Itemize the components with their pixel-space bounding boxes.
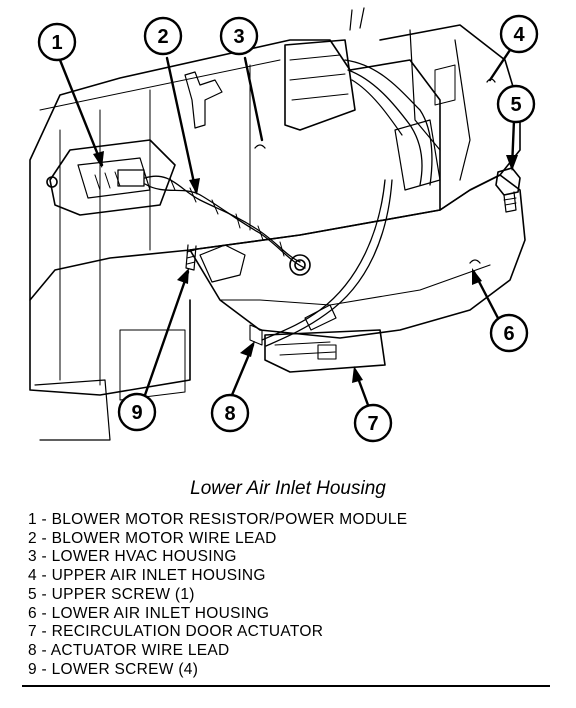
blower-motor-resistor-module [46,139,176,216]
legend-item: 8 - ACTUATOR WIRE LEAD [28,641,230,659]
callout-7-circle [353,403,393,443]
callout-1-circle [37,22,77,62]
lower-air-inlet-housing [189,174,526,339]
legend-item: 5 - UPPER SCREW (1) [28,585,195,603]
legend-item: 2 - BLOWER MOTOR WIRE LEAD [28,529,277,547]
legend-item: 3 - LOWER HVAC HOUSING [28,548,237,566]
callout-legend: 1 - BLOWER MOTOR RESISTOR/POWER MODULE 2… [28,511,407,679]
callout-3-number: 3 [233,26,244,48]
recirculation-door-actuator [249,324,386,373]
figure-caption: Lower Air Inlet Housing [190,478,386,499]
callout-4-number: 4 [513,24,525,46]
legend-item: 9 - LOWER SCREW (4) [28,660,199,678]
callout-8-number: 8 [224,403,235,425]
callout-3-circle [219,16,259,56]
legend-item: 7 - RECIRCULATION DOOR ACTUATOR [28,623,324,641]
callout-9-circle [117,392,157,432]
line-art-diagram: 1 2 3 4 5 6 7 8 9 [29,7,539,443]
legend-item: 1 - BLOWER MOTOR RESISTOR/POWER MODULE [28,511,408,528]
callout-leaders [58,48,518,407]
retaining-clip [184,71,223,129]
legend-item: 6 - LOWER AIR INLET HOUSING [28,604,270,622]
bottom-divider [22,685,550,687]
blower-motor-wire-lead [144,175,306,269]
callout-6-number: 6 [503,323,514,345]
callout-5-circle [496,84,536,124]
wire-connector-block [284,7,441,191]
callout-9-number: 9 [131,402,142,424]
callout-4-circle [499,14,539,54]
actuator-wire-lead [261,179,393,347]
callout-8-circle [210,393,250,433]
lower-screw [185,244,246,283]
lower-hvac-housing [29,39,441,441]
callout-2-circle [143,16,183,56]
callout-6-circle [489,313,529,353]
callout-7-number: 7 [367,413,378,435]
callout-1-number: 1 [51,32,62,54]
callout-2-number: 2 [157,26,168,48]
upper-air-inlet-housing [379,24,521,211]
callout-5-number: 5 [510,94,521,116]
legend-item: 4 - UPPER AIR INLET HOUSING [28,567,266,585]
